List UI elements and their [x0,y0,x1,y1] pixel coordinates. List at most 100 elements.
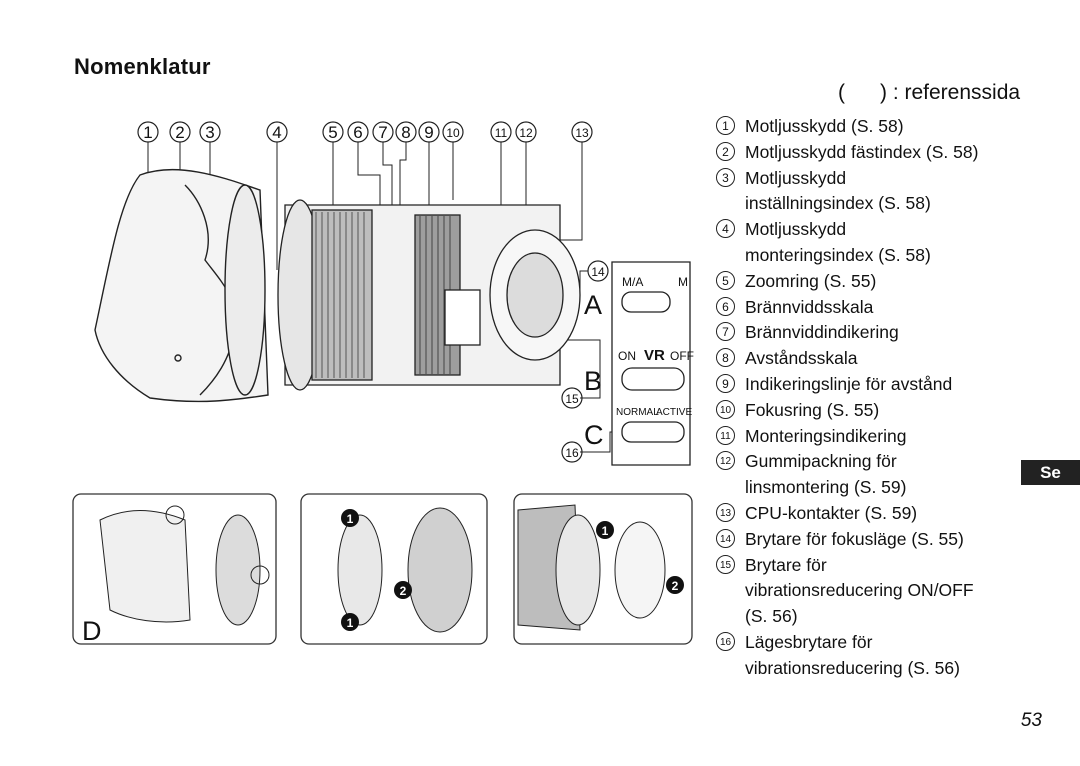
legend-item: 2 Motljusskydd fästindex (S. 58) [716,140,1016,166]
svg-text:NORMAL: NORMAL [616,407,659,418]
legend-text: Avståndsskala [745,348,858,369]
callout-13: 13 [571,121,593,143]
callout-numbers: 1 2 3 4 5 6 7 8 9 10 11 12 13 14 15 16 [137,121,609,463]
legend-text: Motljusskydd monteringsindex (S. 58) [745,219,931,265]
legend-item: 10 Fokusring (S. 55) [716,398,1016,424]
legend-number: 9 [716,373,735,393]
legend-text: Lägesbrytare för vibrationsreducering (S… [745,631,960,678]
legend-item: 13 CPU-kontakter (S. 59) [716,501,1016,527]
svg-text:VR: VR [644,347,665,364]
legend-item: 3 Motljusskydd inställningsindex (S. 58) [716,166,1016,218]
callout-5: 5 [322,121,344,143]
callout-3: 3 [199,121,221,143]
svg-text:B: B [584,366,602,396]
vr-mode-switch [621,421,685,443]
legend-number: 10 [716,399,735,419]
callout-9: 9 [418,121,440,143]
svg-text:OFF: OFF [670,349,694,363]
legend-text: Zoomring (S. 55) [745,270,877,291]
legend-item: 5 Zoomring (S. 55) [716,269,1016,295]
legend-text: Fokusring (S. 55) [745,399,880,420]
svg-text:2: 2 [672,579,679,593]
reference-page-note: ( ) : referenssida [838,81,1021,104]
vr-on-off-switch [621,367,685,391]
legend-number: 7 [716,322,735,342]
svg-text:16: 16 [565,446,579,460]
legend-number: 13 [716,502,735,522]
legend-item: 11 Monteringsindikering [716,424,1016,450]
callout-6: 6 [347,121,369,143]
legend-text: Motljusskydd fästindex (S. 58) [745,141,979,162]
legend-number: 2 [716,141,735,161]
legend-number: 1 [716,116,735,135]
legend-item: 12 Gummipackning för linsmontering (S. 59… [716,449,1016,501]
lens-barrel-illustration [277,199,581,391]
legend-text: Motljusskydd inställningsindex (S. 58) [745,167,931,214]
svg-text:7: 7 [378,123,387,142]
legend-text: CPU-kontakter (S. 59) [745,502,918,523]
bottom-panel-d: D [72,493,277,646]
legend-number: 4 [716,219,735,239]
bottom-panel-rear-cap: 1 2 [513,493,693,645]
svg-text:5: 5 [328,123,337,142]
svg-text:1: 1 [347,616,354,630]
svg-text:10: 10 [446,126,460,140]
legend-number: 8 [716,348,735,368]
svg-text:1: 1 [602,524,609,538]
svg-text:6: 6 [353,123,362,142]
svg-text:M/A: M/A [622,275,643,289]
svg-text:14: 14 [591,265,605,279]
legend-number: 5 [716,270,735,290]
parts-legend: 1 Motljusskydd (S. 58) 2 Motljusskydd fästi… [716,114,1016,682]
focus-mode-switch [621,291,671,313]
callout-10: 10 [442,121,464,143]
legend-text: Brytare för fokusläge (S. 55) [745,528,964,549]
svg-text:A: A [584,290,602,320]
callout-15: 15 [561,387,583,409]
svg-text:ON: ON [618,349,636,363]
callout-4: 4 [266,121,288,143]
legend-item: 14 Brytare för fokusläge (S. 55) [716,527,1016,553]
legend-number: 15 [716,554,735,574]
lens-hood-illustration [94,168,269,403]
page-title: Nomenklatur [74,54,211,79]
svg-text:1: 1 [347,512,354,526]
legend-number: 12 [716,451,735,471]
svg-text:4: 4 [272,123,281,142]
callout-14: 14 [587,260,609,282]
callout-1: 1 [137,121,159,143]
bottom-panel-front-cap: 1 1 2 [300,493,488,645]
svg-text:D: D [82,616,102,646]
switch-panel: M/A M ON VR OFF NORMAL ACTIVE A B C [584,261,694,466]
legend-number: 14 [716,528,735,548]
legend-text: Brännviddsskala [745,296,874,317]
svg-text:12: 12 [519,126,533,140]
legend-text: Indikeringslinje för avstånd [745,373,953,394]
callout-7: 7 [372,121,394,143]
svg-text:ACTIVE: ACTIVE [656,407,692,418]
svg-text:15: 15 [565,392,579,406]
svg-text:1: 1 [143,123,152,142]
legend-item: 9 Indikeringslinje för avstånd [716,372,1016,398]
legend-number: 6 [716,296,735,316]
legend-text: Brytare för vibrationsreducering ON/OFF … [745,554,974,627]
callout-11: 11 [490,121,512,143]
svg-text:2: 2 [175,123,184,142]
legend-item: 15 Brytare för vibrationsreducering ON/OF… [716,553,1016,630]
legend-number: 3 [716,167,735,187]
legend-number: 11 [716,425,735,445]
legend-item: 8 Avståndsskala [716,346,1016,372]
legend-item: 6 Brännviddsskala [716,295,1016,321]
svg-text:M: M [678,275,688,289]
svg-text:C: C [584,420,604,450]
callout-8: 8 [395,121,417,143]
legend-text: Gummipackning för linsmontering (S. 59) [745,451,907,498]
legend-text: Motljusskydd (S. 58) [745,116,904,136]
legend-text: Monteringsindikering [745,425,907,446]
svg-text:11: 11 [495,126,508,140]
svg-text:9: 9 [424,123,433,142]
language-tab: Se [1021,460,1080,485]
